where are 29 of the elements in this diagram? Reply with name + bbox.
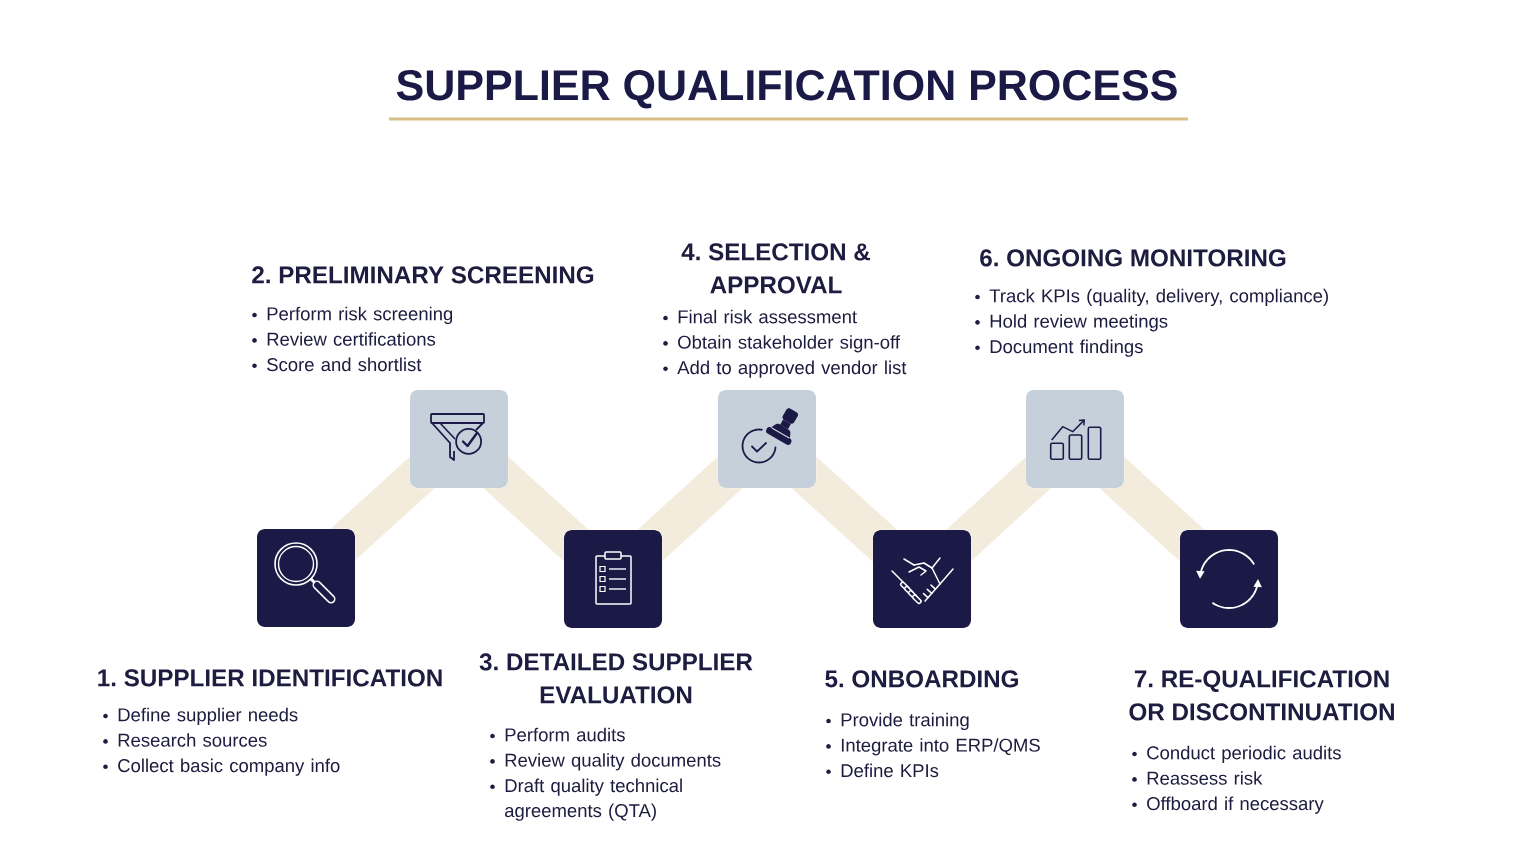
- bullet-text: Review certifications: [267, 332, 436, 346]
- bullet-text: Perform risk screening: [267, 306, 453, 325]
- bullet-text: Final risk assessment: [678, 309, 857, 324]
- title: SUPPLIER QUALIFICATION PROCESS: [396, 69, 1177, 109]
- bullet-text: Reassess risk: [1147, 771, 1263, 785]
- bullet-text: Conduct periodic audits: [1147, 745, 1341, 764]
- step-heading: 4. SELECTION & APPROVAL: [681, 243, 871, 294]
- step-heading: 5. ONBOARDING: [825, 670, 1018, 688]
- bullet-text: Document findings: [990, 339, 1143, 357]
- step-heading: 1. SUPPLIER IDENTIFICATION: [98, 669, 442, 687]
- bullet-text: Research sources: [118, 733, 267, 747]
- bullet-text: Define KPIs: [841, 763, 939, 778]
- bullet-text: Obtain stakeholder sign-off: [678, 335, 901, 353]
- bullet-text: Define supplier needs: [118, 707, 298, 726]
- bullet-text: Add to approved vendor list: [677, 360, 907, 378]
- step-heading: 2. PRELIMINARY SCREENING: [252, 266, 594, 284]
- bullet-text: Review quality documents: [505, 753, 721, 771]
- bullet-text: Track KPIs (quality, delivery, compliance): [989, 288, 1328, 307]
- step-heading: 6. ONGOING MONITORING: [980, 249, 1286, 267]
- bullet-text: Hold review meetings: [990, 314, 1168, 332]
- bullet-text: Offboard if necessary: [1147, 796, 1324, 814]
- bullet-text: Draft quality technical agreements (QTA): [505, 778, 682, 821]
- step-heading: 3. DETAILED SUPPLIER EVALUATION: [479, 653, 753, 704]
- bullet-text: Perform audits: [505, 727, 625, 742]
- bullet-text: Integrate into ERP/QMS: [841, 738, 1040, 756]
- bullet-text: Provide training: [841, 712, 969, 731]
- step-heading: 7. RE-QUALIFICATION OR DISCONTINUATION: [1129, 670, 1394, 721]
- bullet-text: Collect basic company info: [118, 758, 340, 776]
- bullet-text: Score and shortlist: [267, 357, 422, 372]
